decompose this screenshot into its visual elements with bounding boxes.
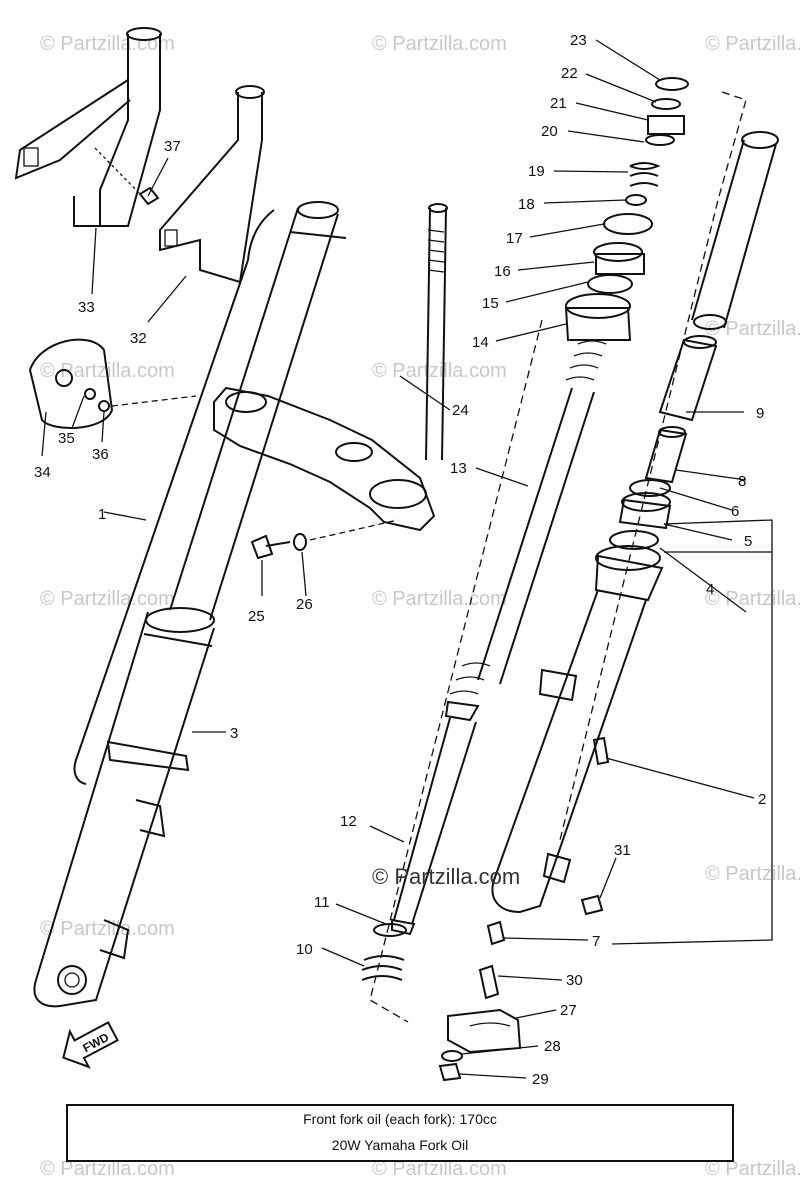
under-bracket	[213, 386, 436, 532]
callout-15: 15	[482, 295, 499, 312]
screw-37	[94, 147, 160, 206]
fork-oil-note: Front fork oil (each fork): 170cc 20W Ya…	[66, 1104, 734, 1162]
washer-28	[441, 1050, 463, 1062]
seal-5	[618, 492, 672, 530]
bolt-31	[580, 894, 604, 916]
bearing-16	[595, 253, 645, 275]
callout-19: 19	[528, 163, 545, 180]
note-line-1: Front fork oil (each fork): 170cc	[303, 1111, 497, 1127]
watermark: © Partzilla.com	[40, 588, 175, 610]
outer-tube-2	[491, 545, 664, 914]
callout-4: 4	[706, 581, 714, 598]
callout-22: 22	[561, 65, 578, 82]
axle-holder-27	[447, 1008, 522, 1054]
watermark: © Partzilla.com	[705, 33, 800, 55]
callout-17: 17	[506, 230, 523, 247]
spring-19	[629, 162, 661, 187]
washer-35	[84, 388, 96, 400]
clip-6	[629, 479, 671, 497]
headlight-bracket-left	[14, 27, 162, 227]
watermark: © Partzilla.com	[372, 588, 507, 610]
clip-22	[651, 98, 681, 110]
fork-assembly-left	[33, 201, 347, 1008]
callout-36: 36	[92, 446, 109, 463]
callout-20: 20	[541, 123, 558, 140]
ring-11	[373, 923, 407, 937]
callout-29: 29	[532, 1071, 549, 1088]
cap-34	[28, 338, 114, 429]
callout-13: 13	[450, 460, 467, 477]
watermark: © Partzilla.com	[705, 1158, 800, 1180]
callout-6: 6	[731, 503, 739, 520]
callout-numbers: 23 22 21 20 19 18 17 16 15 14 13 24 9 8 …	[34, 32, 766, 1088]
drain-screw-7	[486, 920, 506, 946]
watermark: © Partzilla.com	[40, 33, 175, 55]
watermark-layer: © Partzilla.com © Partzilla.com © Partzi…	[40, 33, 800, 1180]
sleeve-8	[644, 426, 688, 484]
callout-32: 32	[130, 330, 147, 347]
callout-2: 2	[758, 791, 766, 808]
callout-33: 33	[78, 299, 95, 316]
callout-35: 35	[58, 430, 75, 447]
stud-30	[478, 964, 500, 1000]
callout-1: 1	[98, 506, 106, 523]
spring-10	[361, 955, 405, 981]
cover-14	[564, 307, 632, 341]
note-line-2: 20W Yamaha Fork Oil	[331, 1137, 469, 1153]
callout-25: 25	[248, 608, 265, 625]
damper-12	[391, 700, 480, 936]
callout-10: 10	[296, 941, 313, 958]
callout-16: 16	[494, 263, 511, 280]
callout-11: 11	[314, 894, 330, 911]
callout-31: 31	[614, 842, 631, 859]
steering-shaft	[425, 203, 448, 461]
callout-9: 9	[756, 405, 764, 422]
callout-23: 23	[570, 32, 587, 49]
damper-rod-13	[449, 340, 607, 695]
stack-parts	[564, 77, 689, 341]
seal-4	[609, 530, 659, 550]
cover-9	[658, 335, 718, 422]
callout-21: 21	[550, 95, 567, 112]
callout-18: 18	[518, 196, 535, 213]
watermark: © Partzilla.com	[372, 33, 507, 55]
callout-14: 14	[472, 334, 489, 351]
watermark-center: © Partzilla.com	[372, 864, 520, 889]
washer-17	[603, 213, 653, 235]
watermark: © Partzilla.com	[40, 1158, 175, 1180]
watermark: © Partzilla.com	[705, 318, 800, 340]
bolt-25	[250, 534, 291, 560]
oring-20	[645, 134, 675, 146]
callout-7: 7	[592, 933, 600, 950]
nut-29	[438, 1062, 462, 1082]
callout-37: 37	[164, 138, 181, 155]
watermark: © Partzilla.com	[705, 863, 800, 885]
watermark: © Partzilla.com	[705, 588, 800, 610]
upper-tube	[691, 131, 779, 330]
headlight-bracket-right	[159, 85, 265, 284]
watermark: © Partzilla.com	[40, 918, 175, 940]
callout-12: 12	[340, 813, 357, 830]
washer-36	[98, 400, 110, 412]
callout-3: 3	[230, 725, 238, 742]
callout-28: 28	[544, 1038, 561, 1055]
seal-15	[587, 274, 633, 294]
callout-26: 26	[296, 596, 313, 613]
callout-8: 8	[738, 473, 746, 490]
callout-24: 24	[452, 402, 469, 419]
cap-bolt-21	[647, 115, 685, 135]
washer-26	[293, 533, 307, 551]
callout-30: 30	[566, 972, 583, 989]
watermark: © Partzilla.com	[372, 1158, 507, 1180]
cap-23	[655, 77, 689, 91]
fwd-arrow-badge: FWD	[62, 1021, 119, 1069]
watermark: © Partzilla.com	[372, 360, 507, 382]
callout-27: 27	[560, 1002, 577, 1019]
seat-18	[625, 194, 647, 206]
callout-34: 34	[34, 464, 51, 481]
leader-lines	[41, 39, 755, 1079]
callout-5: 5	[744, 533, 752, 550]
